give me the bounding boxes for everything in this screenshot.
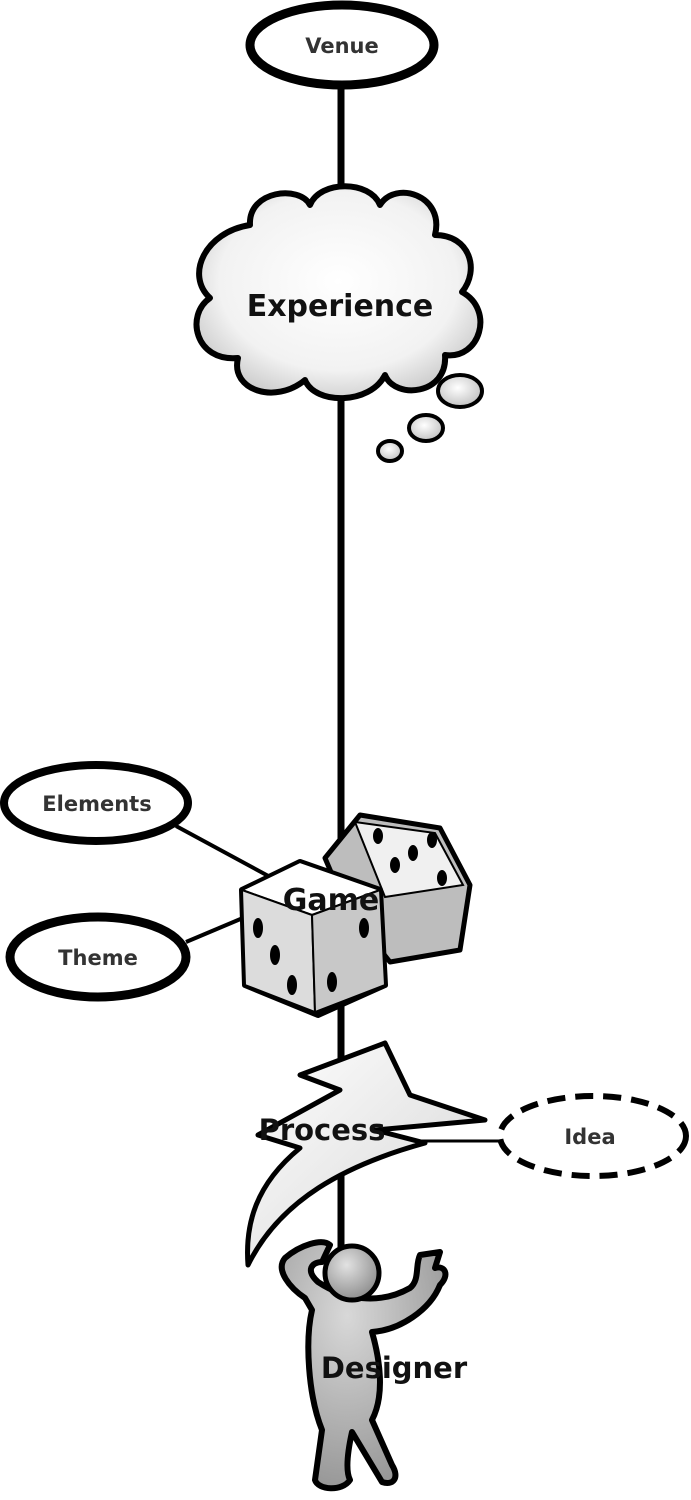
game-label: Game	[283, 883, 379, 918]
experience-label: Experience	[247, 289, 434, 324]
thought-bubble-large	[436, 373, 484, 409]
experience-cloud: Experience	[193, 183, 484, 402]
venue-node: Venue	[245, 0, 439, 90]
idea-label: Idea	[564, 1125, 615, 1149]
designer-person-icon: Designer	[278, 1239, 468, 1492]
elements-node: Elements	[0, 761, 192, 845]
thought-bubble-small	[376, 439, 404, 463]
theme-connector	[185, 913, 251, 944]
theme-node: Theme	[5, 912, 191, 1002]
thought-bubble-medium	[407, 413, 445, 443]
venue-label: Venue	[305, 34, 379, 58]
front-die-icon: Game	[239, 859, 388, 1018]
designer-label: Designer	[321, 1351, 468, 1385]
theme-label: Theme	[58, 946, 138, 970]
process-label: Process	[259, 1113, 386, 1147]
elements-label: Elements	[42, 792, 151, 816]
process-bolt-icon: Process	[245, 1040, 488, 1268]
idea-node: Idea	[497, 1093, 689, 1179]
